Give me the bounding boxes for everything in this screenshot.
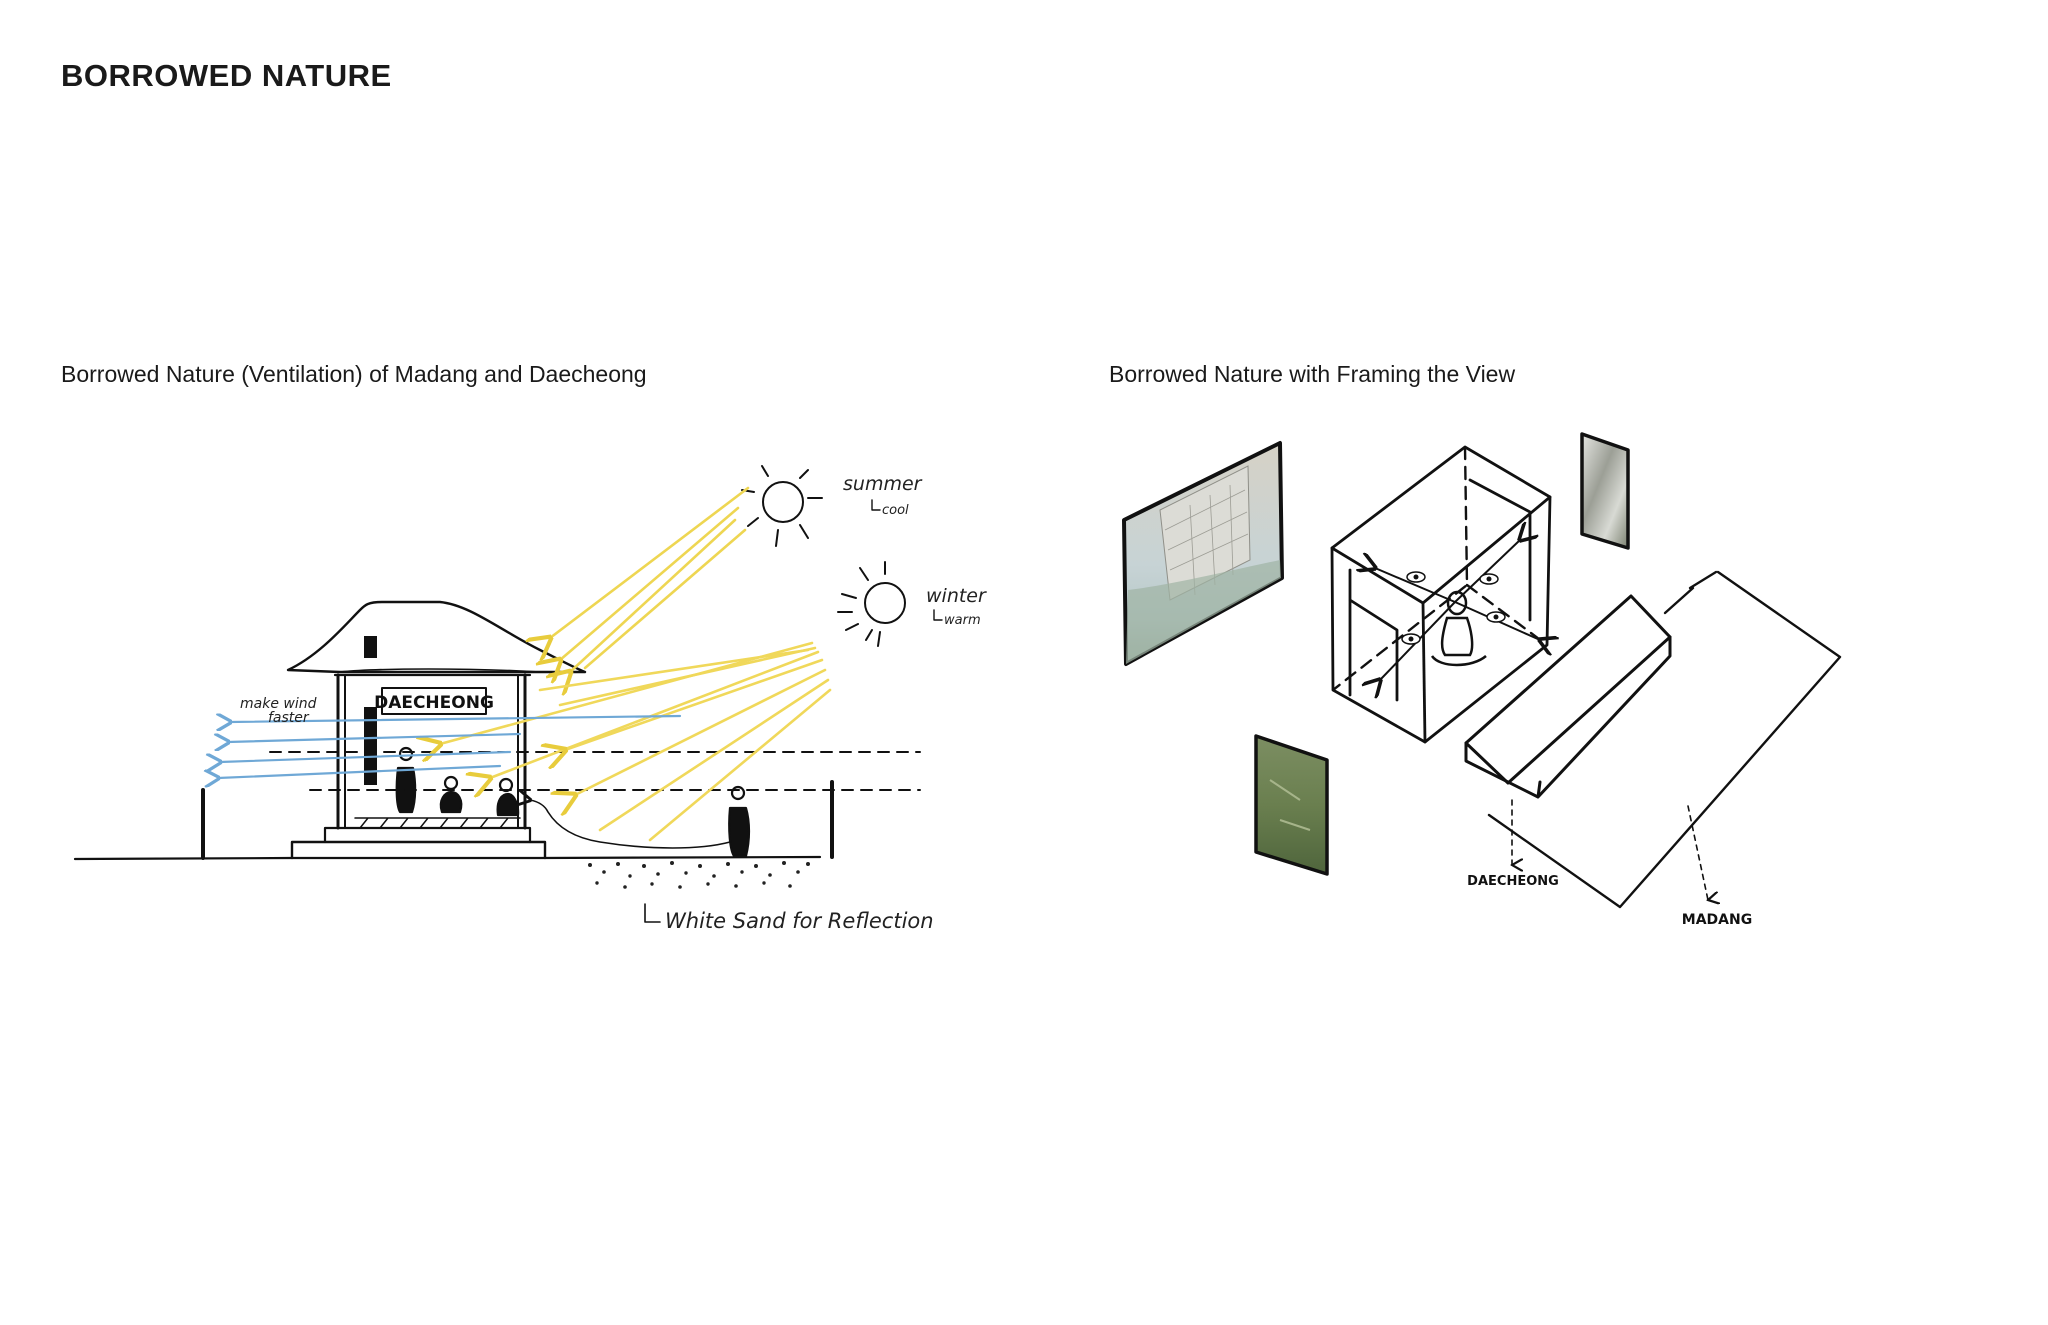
warm-label: warm xyxy=(944,613,981,628)
madang-plane xyxy=(1487,570,1842,909)
madang-caption: MADANG xyxy=(1682,912,1752,928)
cool-label: cool xyxy=(882,503,909,518)
winter-label: winter xyxy=(926,585,987,607)
white-sand-label: White Sand for Reflection xyxy=(665,909,934,933)
framed-photo-sky xyxy=(1122,441,1284,666)
foundation-base xyxy=(290,840,547,860)
winter-rays xyxy=(440,641,832,842)
roof-outline xyxy=(286,600,587,674)
eye-icon xyxy=(1401,571,1506,645)
framing-view-sketch: DAECHEONG MADANG xyxy=(1122,432,1842,928)
framed-photo-grass xyxy=(1254,734,1329,876)
faster-label: faster xyxy=(268,710,310,726)
page-title: BORROWED NATURE xyxy=(61,58,392,93)
summer-rays xyxy=(550,486,750,672)
foundation-top xyxy=(323,826,532,844)
sight-arrows xyxy=(1375,540,1540,680)
reflection-arrow xyxy=(530,800,731,849)
wind-arrows xyxy=(218,716,682,778)
daecheong-sign xyxy=(381,687,487,715)
floor-slab xyxy=(1464,594,1672,799)
floor-hatching xyxy=(354,817,521,829)
ground-line xyxy=(73,855,822,861)
box-hidden-edges xyxy=(1331,445,1549,692)
framed-photo-water xyxy=(1580,432,1630,550)
winter-sun xyxy=(837,561,906,647)
white-sand-dots xyxy=(588,861,810,889)
roof-vent-block xyxy=(364,636,377,658)
leader-madang xyxy=(1687,805,1708,900)
section-title-ventilation: Borrowed Nature (Ventilation) of Madang … xyxy=(61,361,647,387)
make-wind-label: make wind xyxy=(240,696,317,712)
section-title-framing: Borrowed Nature with Framing the View xyxy=(1109,361,1516,387)
wall-panel xyxy=(364,707,377,785)
daecheong-label: DAECHEONG xyxy=(374,693,494,713)
daecheong-caption: DAECHEONG xyxy=(1467,874,1559,889)
ventilation-section-sketch: DAECHEONG summer cool xyxy=(73,465,987,933)
summer-label: summer xyxy=(843,473,923,495)
seated-figure xyxy=(1430,590,1487,667)
summer-sun xyxy=(741,465,823,547)
